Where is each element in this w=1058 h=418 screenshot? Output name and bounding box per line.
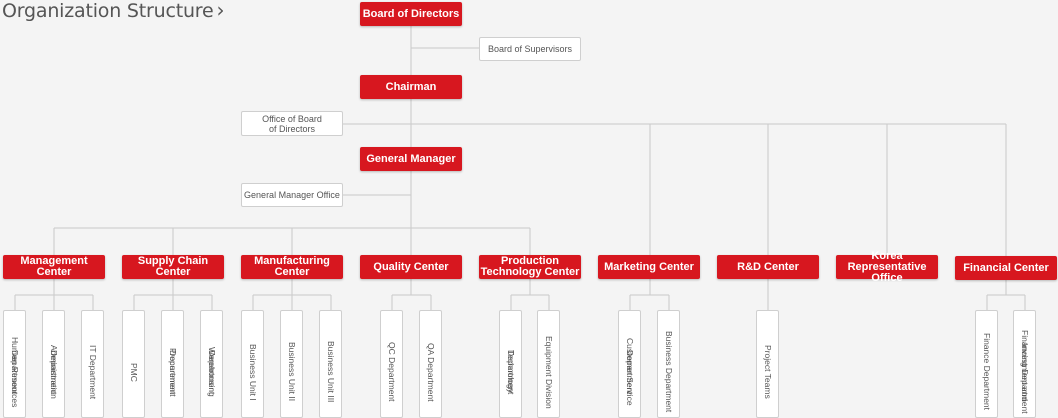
dept-line: Business Department <box>664 331 674 413</box>
dept-line: Project Teams <box>763 345 773 399</box>
dept-line: QC Department <box>387 342 397 402</box>
chairman-box: Chairman <box>360 75 462 99</box>
center-marketing: Marketing Center <box>598 255 700 279</box>
dept-line: Procurement <box>168 347 178 397</box>
page-title-text: Organization Structure <box>2 0 214 22</box>
dept-procurement: Procurement Department <box>161 310 184 418</box>
center-marketing-label: Marketing Center <box>604 260 694 273</box>
dept-finance: Finance Department <box>975 310 998 418</box>
dept-business-unit-3: Business Unit III <box>319 310 342 418</box>
dept-line: Business Unit III <box>326 341 336 403</box>
office-of-board-line-1: Office of Board <box>262 113 322 124</box>
dept-business-unit-2: Business Unit II <box>280 310 303 418</box>
center-manufacturing: Manufacturing Center <box>241 255 343 279</box>
dept-line: Department <box>506 349 516 395</box>
dept-business-unit-1: Business Unit I <box>241 310 264 418</box>
chairman-label: Chairman <box>385 80 437 93</box>
center-korea-line-2: Office <box>871 271 903 284</box>
center-financial-label: Financial Center <box>963 261 1049 274</box>
page-title[interactable]: Organization Structure› <box>2 0 225 22</box>
center-quality: Quality Center <box>360 255 462 279</box>
dept-line: Business Unit I <box>248 343 258 401</box>
general-manager-box: General Manager <box>360 147 462 171</box>
dept-line: Equipment Division <box>544 335 554 409</box>
center-management-line-1: Management <box>20 255 88 267</box>
dept-qc: QC Department <box>380 310 403 418</box>
dept-line: Business Unit II <box>287 342 297 402</box>
dept-line: Human Resources <box>10 336 20 408</box>
dept-administration: Administration Department <box>42 310 65 418</box>
dept-business: Business Department <box>657 310 680 418</box>
center-production-technology-line-2: Technology Center <box>480 266 580 278</box>
dept-line: Finance Department <box>982 333 992 411</box>
general-manager-label: General Manager <box>366 152 456 165</box>
dept-human-resources: Human Resources Department <box>3 310 26 418</box>
dept-qa: QA Department <box>419 310 442 418</box>
dept-project-teams: Project Teams <box>756 310 779 418</box>
dept-equipment: Equipment Division <box>537 310 560 418</box>
dept-warehousing: Warehousing Department <box>200 310 223 418</box>
dept-line: Technology <box>506 350 516 394</box>
dept-line: Investment and <box>1020 342 1030 402</box>
center-manufacturing-line-2: Center <box>274 266 310 278</box>
center-management: Management Center <box>3 255 105 279</box>
general-manager-office-label: General Manager Office <box>244 190 340 200</box>
board-of-directors-label: Board of Directors <box>362 7 460 20</box>
general-manager-office-box: General Manager Office <box>241 183 343 207</box>
dept-customer-service: Customer Service Department <box>618 310 641 418</box>
dept-line: Administration <box>49 345 59 399</box>
center-supply-chain: Supply Chain Center <box>122 255 224 279</box>
dept-line: Department <box>49 349 59 395</box>
center-production-technology-line-1: Production <box>500 255 560 267</box>
dept-it: IT Department <box>81 310 104 418</box>
center-rnd: R&D Center <box>717 255 819 279</box>
dept-pmc: PMC <box>122 310 145 418</box>
dept-investment-financing: Investment and Financing Department <box>1013 310 1036 418</box>
dept-line: IT Department <box>88 344 98 400</box>
center-financial: Financial Center <box>955 256 1057 280</box>
dept-line: Department <box>625 349 635 395</box>
center-rnd-label: R&D Center <box>737 260 799 273</box>
center-management-line-2: Center <box>36 266 72 278</box>
dept-line: Customer Service <box>625 338 635 406</box>
center-supply-chain-line-1: Supply Chain <box>137 255 209 267</box>
center-manufacturing-line-1: Manufacturing <box>254 255 330 267</box>
center-korea-line-1: Korea Representative <box>847 249 927 273</box>
board-of-supervisors-label: Board of Supervisors <box>487 44 573 54</box>
dept-line: QA Department <box>426 342 436 402</box>
board-of-directors-box: Board of Directors <box>360 2 462 26</box>
dept-line: Department <box>10 349 20 395</box>
dept-technology: Technology Department <box>499 310 522 418</box>
office-of-board-box: Office of Board of Directors <box>241 111 343 136</box>
center-korea-representative: Korea Representative Office <box>836 250 938 283</box>
dept-line: Warehousing <box>207 347 217 397</box>
dept-line: Department <box>168 349 178 395</box>
office-of-board-line-2: of Directors <box>268 123 315 134</box>
center-quality-label: Quality Center <box>373 260 449 273</box>
board-of-supervisors-box: Board of Supervisors <box>479 37 581 61</box>
center-production-technology: Production Technology Center <box>479 255 581 279</box>
dept-line: Department <box>207 349 217 395</box>
center-supply-chain-line-2: Center <box>155 266 191 278</box>
chevron-right-icon: › <box>216 0 225 22</box>
dept-line: Financing Department <box>1020 330 1030 414</box>
dept-line: PMC <box>129 362 139 382</box>
